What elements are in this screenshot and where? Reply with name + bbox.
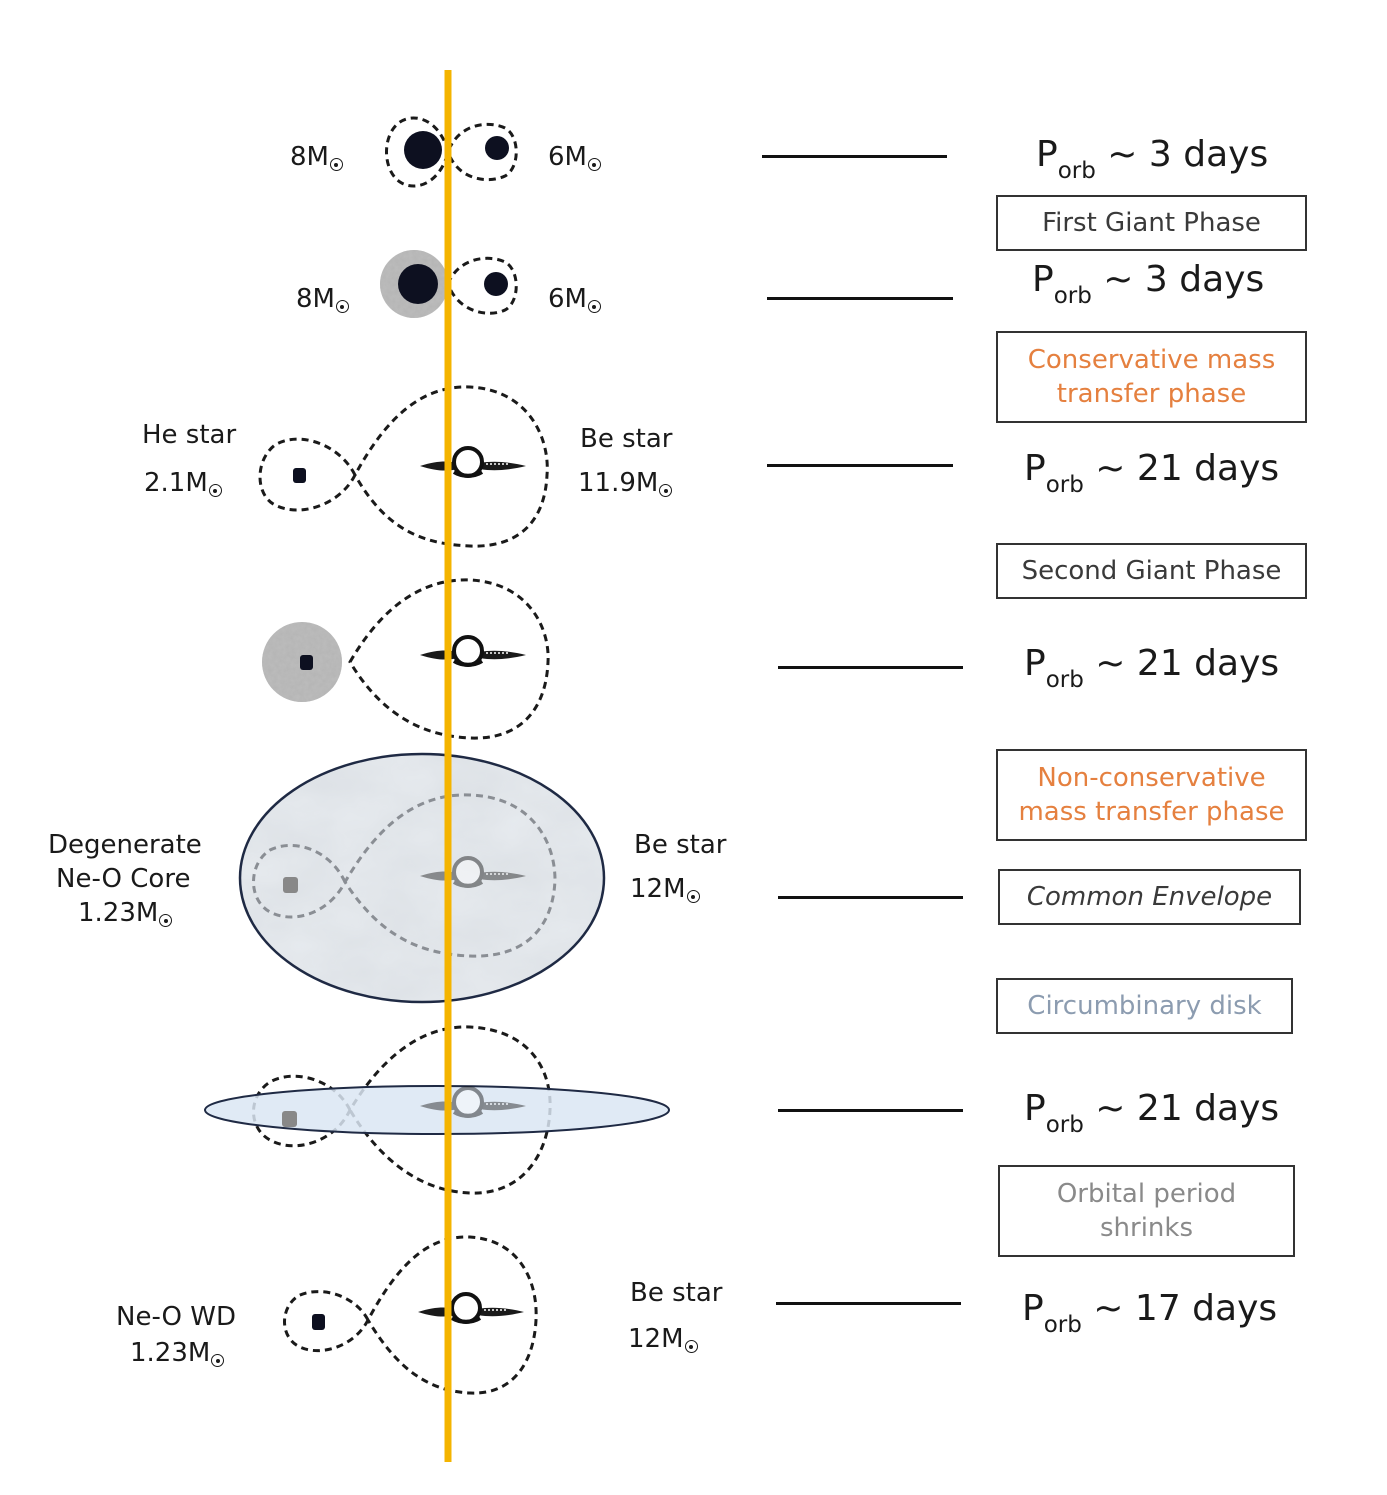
stage-1-right-mass: 6M [548,140,601,174]
core [300,655,313,670]
solar-mass-icon [587,158,601,171]
connector-line [762,155,947,158]
primary-star [404,131,442,169]
porb-stage-6: Porb ~ 21 days [1024,1088,1280,1138]
he-star-label: He star [142,420,237,450]
solar-mass-icon [659,484,673,497]
porb-stage-1: Porb ~ 3 days [1036,134,1269,184]
porb-stage-4: Porb ~ 21 days [1024,643,1280,693]
solar-mass-icon [211,1354,225,1367]
stage-2-binary [380,250,518,318]
secondary-star [485,136,509,160]
ne-o-wd-mass: 1.23M [130,1336,225,1370]
ne-o-core [282,1111,297,1127]
connector-line [767,464,953,467]
phase-second-giant: Second Giant Phase [996,543,1307,599]
be-star [418,446,528,478]
be-star-mass: 11.9M [578,466,673,500]
porb-stage-7: Porb ~ 17 days [1022,1288,1278,1338]
solar-mass-icon [686,890,700,903]
solar-mass-icon [159,914,173,927]
stage-2-left-mass: 8M [296,282,349,316]
stage-7-binary [283,1235,538,1395]
stage-2-right-mass: 6M [548,282,601,316]
solar-mass-icon [684,1340,698,1353]
stage-1-left-mass: 8M [290,140,343,174]
he-star-mass: 2.1M [144,466,222,500]
stage-4-binary [262,578,550,740]
be-star-mass: 12M [630,872,700,906]
ne-o-wd [312,1314,325,1330]
connector-line [778,896,963,899]
he-star [293,468,306,483]
stage-3-binary [258,385,549,548]
solar-mass-icon [335,300,349,313]
solar-mass-icon [329,158,343,171]
phase-circumbinary-disk: Circumbinary disk [996,978,1293,1034]
be-star [416,1292,526,1324]
secondary-star [484,272,508,296]
connector-line [767,297,953,300]
be-star-label: Be star [580,424,673,454]
be-star-mass: 12M [628,1322,698,1356]
be-star-label: Be star [634,830,727,860]
ne-o-core [283,877,298,893]
connector-line [776,1302,961,1305]
stage-6-circumbinary-disk [204,1025,670,1195]
solar-mass-icon [208,484,222,497]
degenerate-core-label: Degenerate [48,830,202,860]
stage-5-common-envelope [238,752,606,1004]
solar-mass-icon [587,300,601,313]
degenerate-core-mass: 1.23M [78,896,173,930]
porb-stage-3: Porb ~ 21 days [1024,448,1280,498]
ne-o-wd-label: Ne-O WD [116,1302,237,1332]
primary-core [398,264,438,304]
be-star [418,635,528,667]
phase-first-giant: First Giant Phase [996,195,1307,251]
be-star-label: Be star [630,1278,723,1308]
connector-line [778,1109,963,1112]
porb-stage-2: Porb ~ 3 days [1032,259,1265,309]
degenerate-core-label-2: Ne-O Core [56,864,191,894]
connector-line [778,666,963,669]
phase-common-envelope: Common Envelope [998,869,1301,925]
